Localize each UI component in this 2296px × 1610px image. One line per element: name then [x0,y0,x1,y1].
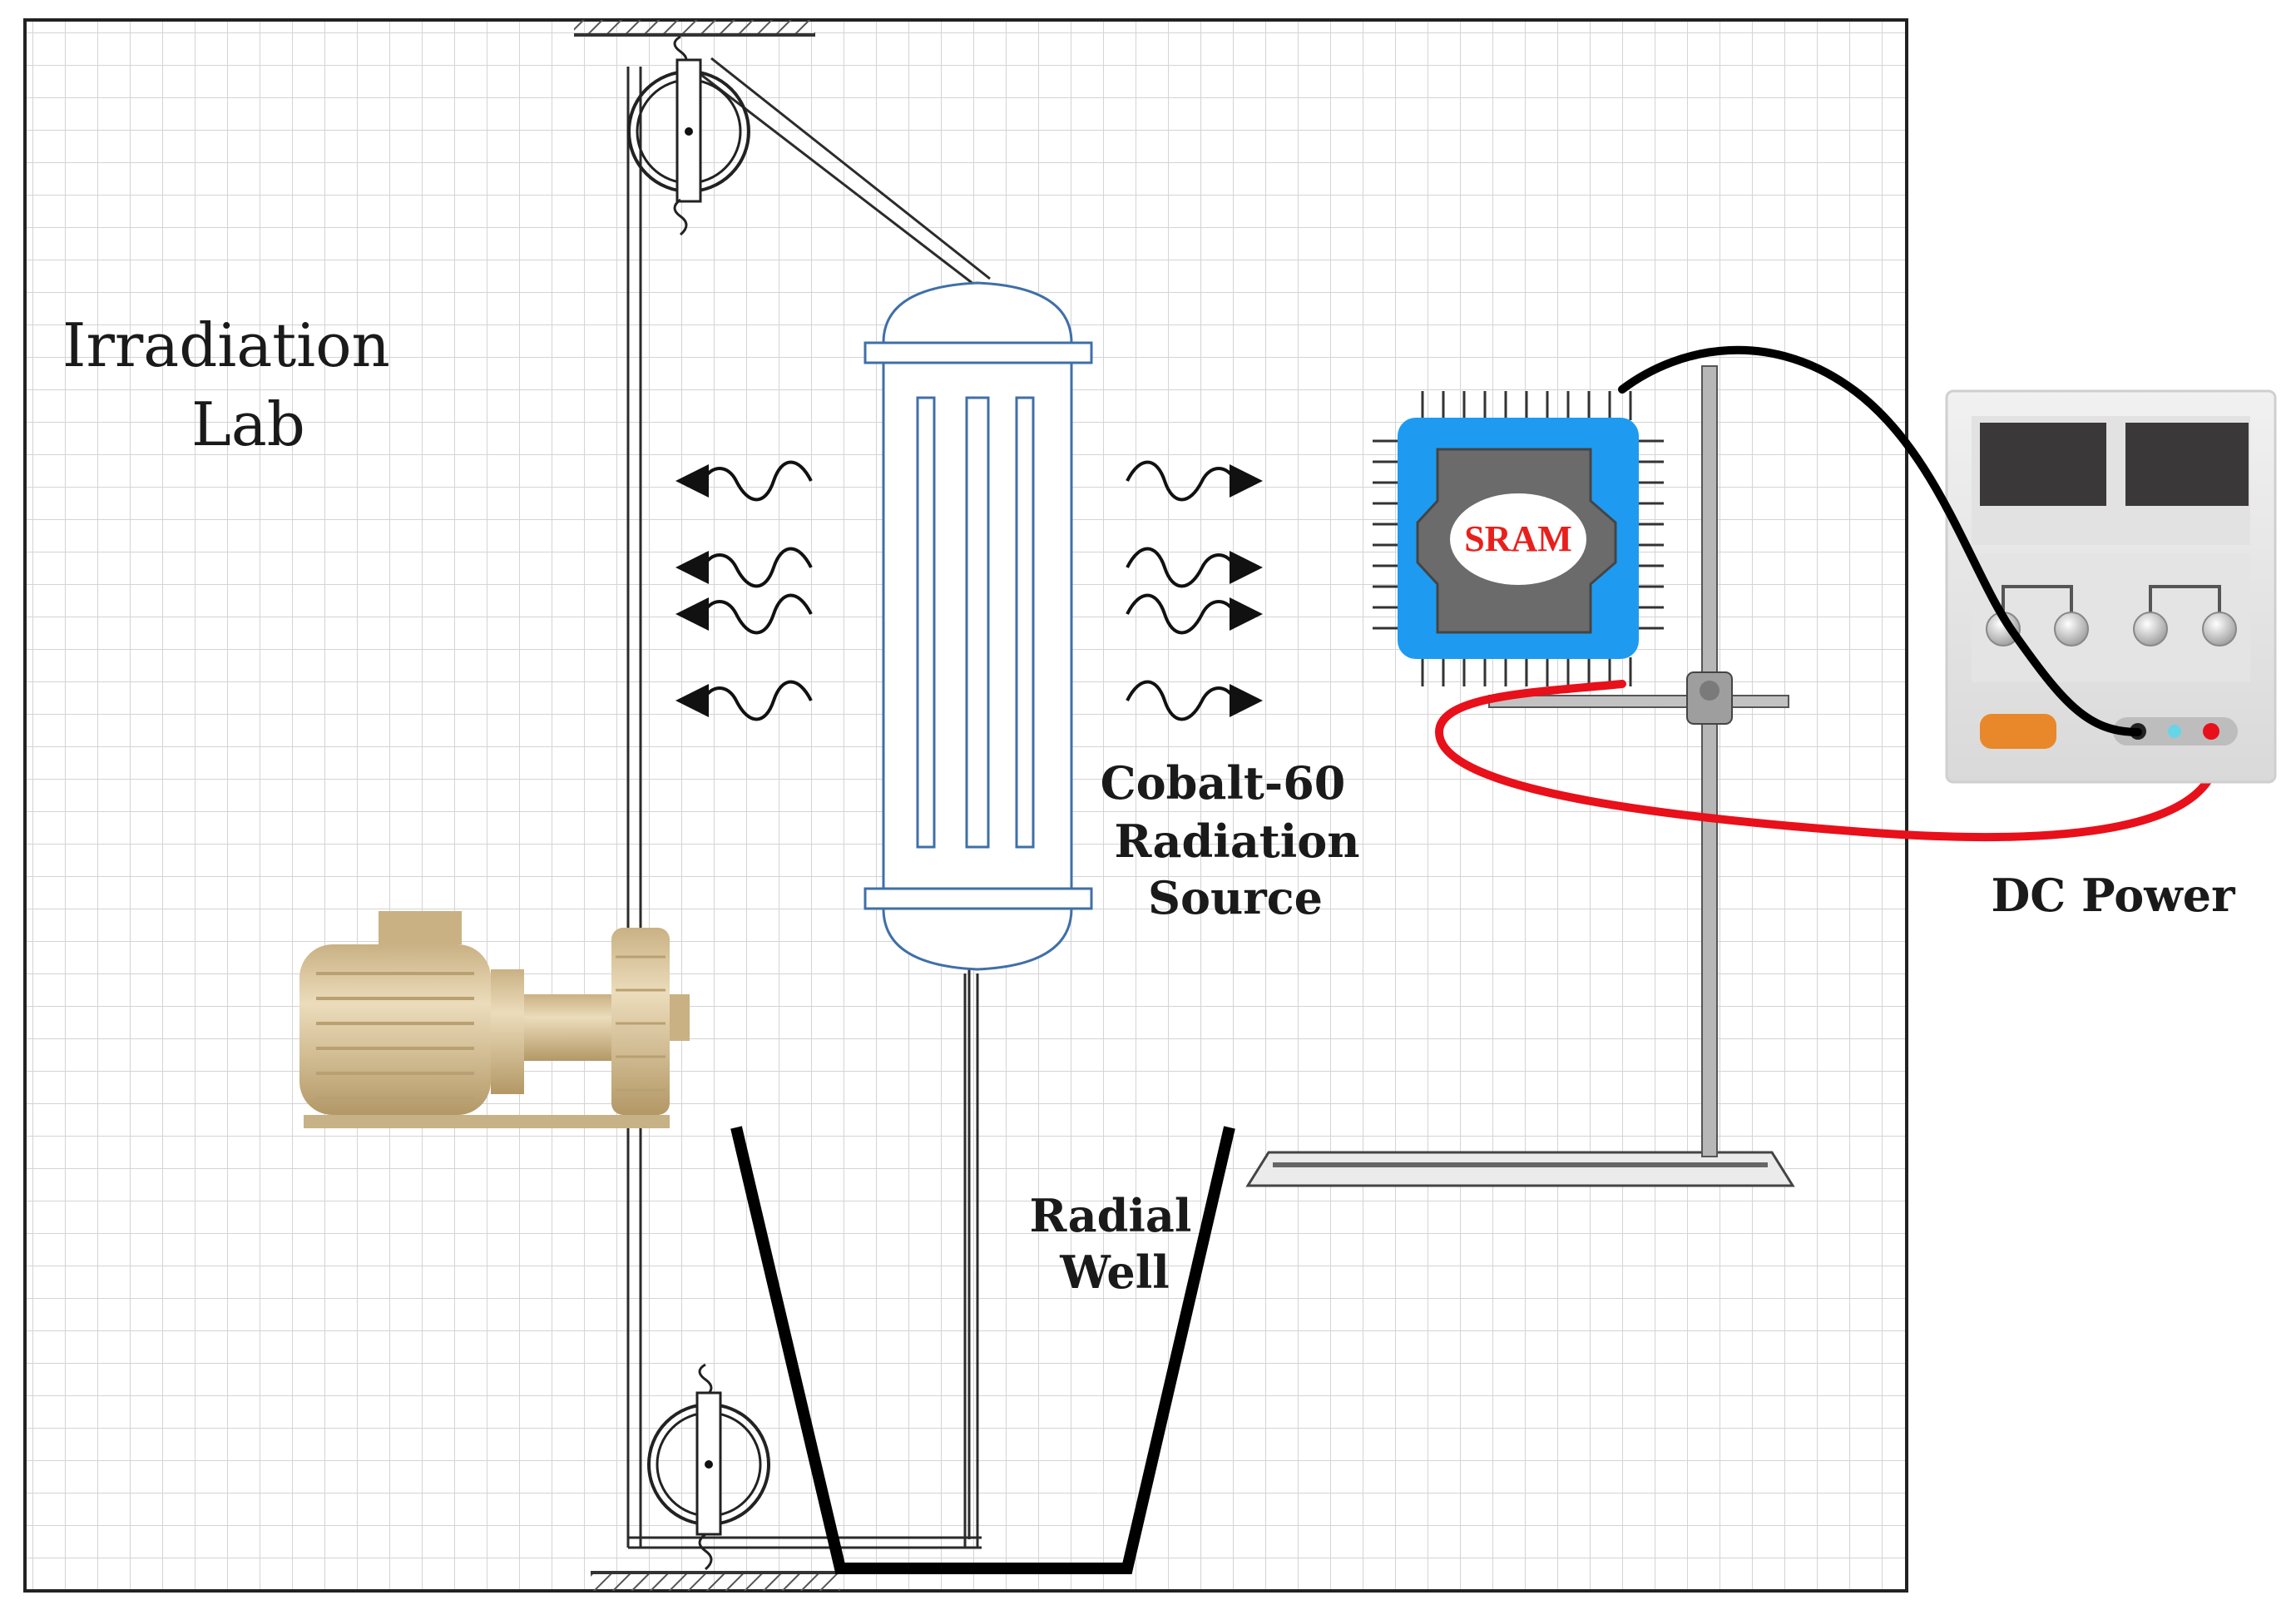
radiation-wave-icon [1126,460,1263,502]
lab-title-line1: Irradiation [62,310,390,380]
sram-chip-icon: SRAM [1373,391,1664,686]
radiation-wave-icon [675,460,813,502]
chip-label: SRAM [1464,518,1572,559]
source-label-line1: Cobalt-60 [1101,756,1346,810]
hoist-cable-frame [626,57,991,1549]
current-display [2125,423,2249,506]
floor-mount [591,1571,840,1591]
source-label-line2: Radiation [1114,815,1359,868]
terminal-indicator [2168,725,2181,738]
winch-motor-icon [299,911,690,1128]
well-label-line1: Radial [1030,1189,1192,1242]
cobalt-60-source-icon [863,281,1093,1539]
source-label-line3: Source [1148,871,1323,924]
lab-stand-icon [1245,365,1795,1187]
radiation-waves-left [675,460,813,721]
radial-well [730,1126,1235,1574]
source-label: Cobalt-60 Radiation Source [1101,756,1360,924]
radiation-wave-icon [1126,593,1263,635]
radiation-wave-icon [675,680,813,721]
red-wire [1434,680,2222,842]
bottom-pulley-icon [647,1363,770,1571]
lab-title-line2: Lab [191,389,305,459]
voltage-display [1980,423,2106,506]
well-label: Radial Well [1030,1189,1192,1299]
radiation-wave-icon [675,547,813,588]
terminal-positive [2203,723,2219,740]
well-label-line2: Well [1059,1246,1170,1299]
ceiling-mount [574,20,815,37]
radiation-wave-icon [1126,547,1263,588]
knob-icon [2054,612,2089,646]
black-wire [1618,345,2142,736]
top-pulley-icon [627,35,750,236]
knob-icon [2202,612,2237,646]
power-label: DC Power [1991,869,2235,922]
radiation-waves-right [1126,460,1263,721]
radiation-wave-icon [1126,680,1263,721]
power-button [1980,714,2056,749]
knob-icon [2133,612,2168,646]
radiation-wave-icon [675,593,813,635]
dc-power-supply-icon [1945,389,2277,784]
lab-title: Irradiation Lab [62,310,390,459]
